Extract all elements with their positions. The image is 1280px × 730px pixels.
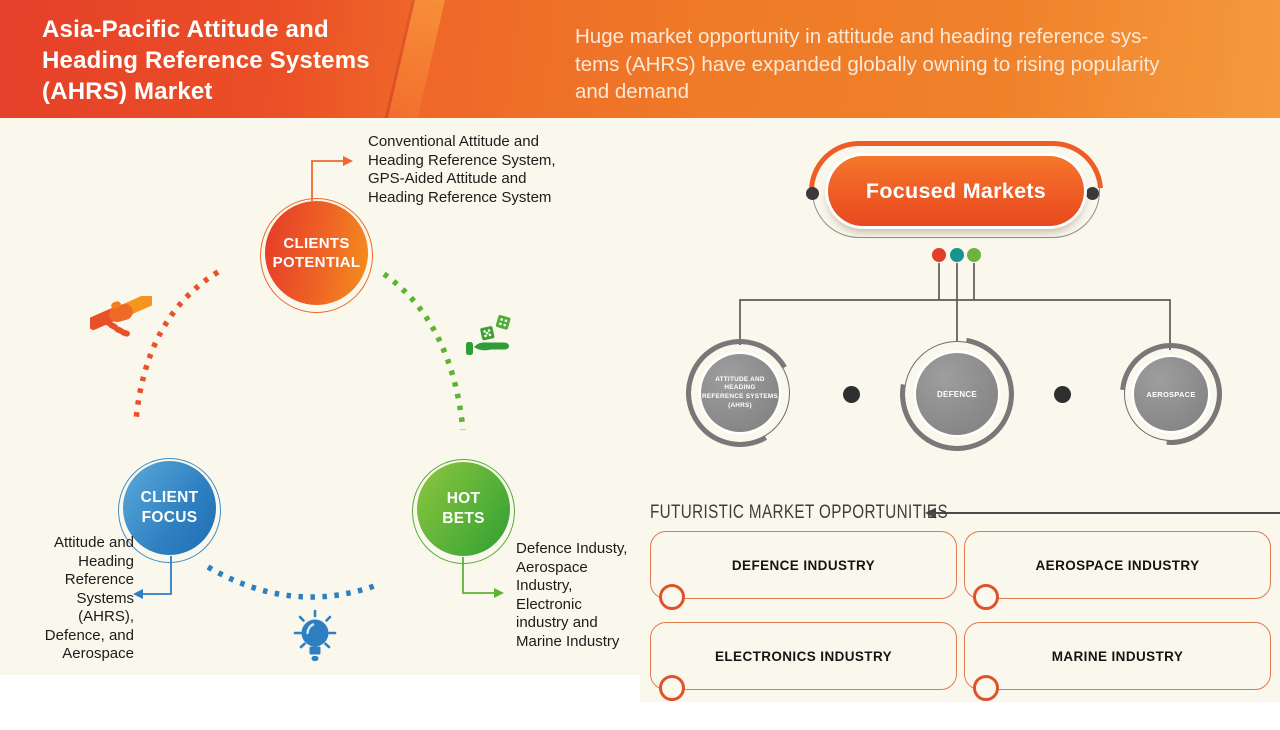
opportunity-label: MARINE INDUSTRY [1051,648,1184,664]
title-line: (AHRS) Market [42,78,213,105]
opportunity-label: AEROSPACE INDUSTRY [1035,557,1200,573]
handshake-icon [87,292,156,346]
corner-circle-decoration [659,584,685,610]
circle-label-line: CLIENTS [283,234,350,252]
red-dot [932,248,946,262]
hot-bets-circle: HOT BETS [412,459,515,564]
focused-markets-pill: Focused Markets [828,156,1084,226]
green-dot [967,248,981,262]
circle-label-line: HOT [446,490,481,507]
title-line: Heading Reference Systems [42,47,370,74]
focused-markets-title: Focused Markets [865,178,1047,203]
separator-dot [1054,386,1071,403]
page-title: Asia-Pacific Attitude and Heading Refere… [42,14,370,107]
ring-end-dot [806,187,819,200]
lightbulb-icon [292,608,338,672]
market-node-label: ATTITUDE AND HEADING REFERENCE SYSTEMS (… [701,354,779,432]
market-node-label: DEFENCE [916,353,998,435]
corner-circle-decoration [973,675,999,701]
opportunity-label: DEFENCE INDUSTRY [731,557,876,573]
market-node-label: AEROSPACE [1134,357,1208,431]
opportunity-box-electronics: ELECTRONICS INDUSTRY [650,622,957,701]
opportunity-box-aerospace: AEROSPACE INDUSTRY [964,531,1271,610]
subtitle-line: and demand [575,80,689,103]
circle-label-line: FOCUS [141,509,198,526]
corner-circle-decoration [659,675,685,701]
circle-label-line: POTENTIAL [272,254,361,271]
ring-end-dot [1086,187,1099,200]
title-line: Asia-Pacific Attitude and [42,16,329,43]
header-subtitle: Huge market opportunity in attitude and … [575,23,1255,106]
market-node-aerospace: AEROSPACE [1124,347,1218,441]
corner-circle-decoration [973,584,999,610]
subtitle-line: Huge market opportunity in attitude and … [575,25,1149,48]
clients-potential-circle: CLIENTS POTENTIAL [260,198,373,313]
teal-dot [950,248,964,262]
header-diagonal-stripe [381,0,448,133]
clients-potential-note: Conventional Attitude and Heading Refere… [368,133,556,206]
circle-label-line: CLIENT [140,489,199,506]
futuristic-section-heading: FUTURISTIC MARKET OPPORTUNITIES [650,501,949,523]
subtitle-line: tems (AHRS) have expanded globally ownin… [575,52,1160,76]
client-focus-note: Attitude and Heading Reference Systems (… [44,534,134,662]
opportunity-box-defence: DEFENCE INDUSTRY [650,531,957,610]
separator-dot [843,386,860,403]
client-focus-circle: CLIENT FOCUS [118,458,221,563]
header-banner: Asia-Pacific Attitude and Heading Refere… [0,0,1280,133]
hot-bets-note: Defence Industy, Aerospace Industry, Ele… [516,540,628,650]
market-node-ahrs: ATTITUDE AND HEADING REFERENCE SYSTEMS (… [690,343,790,443]
opportunity-label: ELECTRONICS INDUSTRY [714,648,892,664]
circle-label-line: BETS [442,510,485,527]
market-node-defence: DEFENCE [904,341,1010,447]
opportunity-box-marine: MARINE INDUSTRY [964,622,1271,701]
dice-in-hand-icon [466,312,516,360]
